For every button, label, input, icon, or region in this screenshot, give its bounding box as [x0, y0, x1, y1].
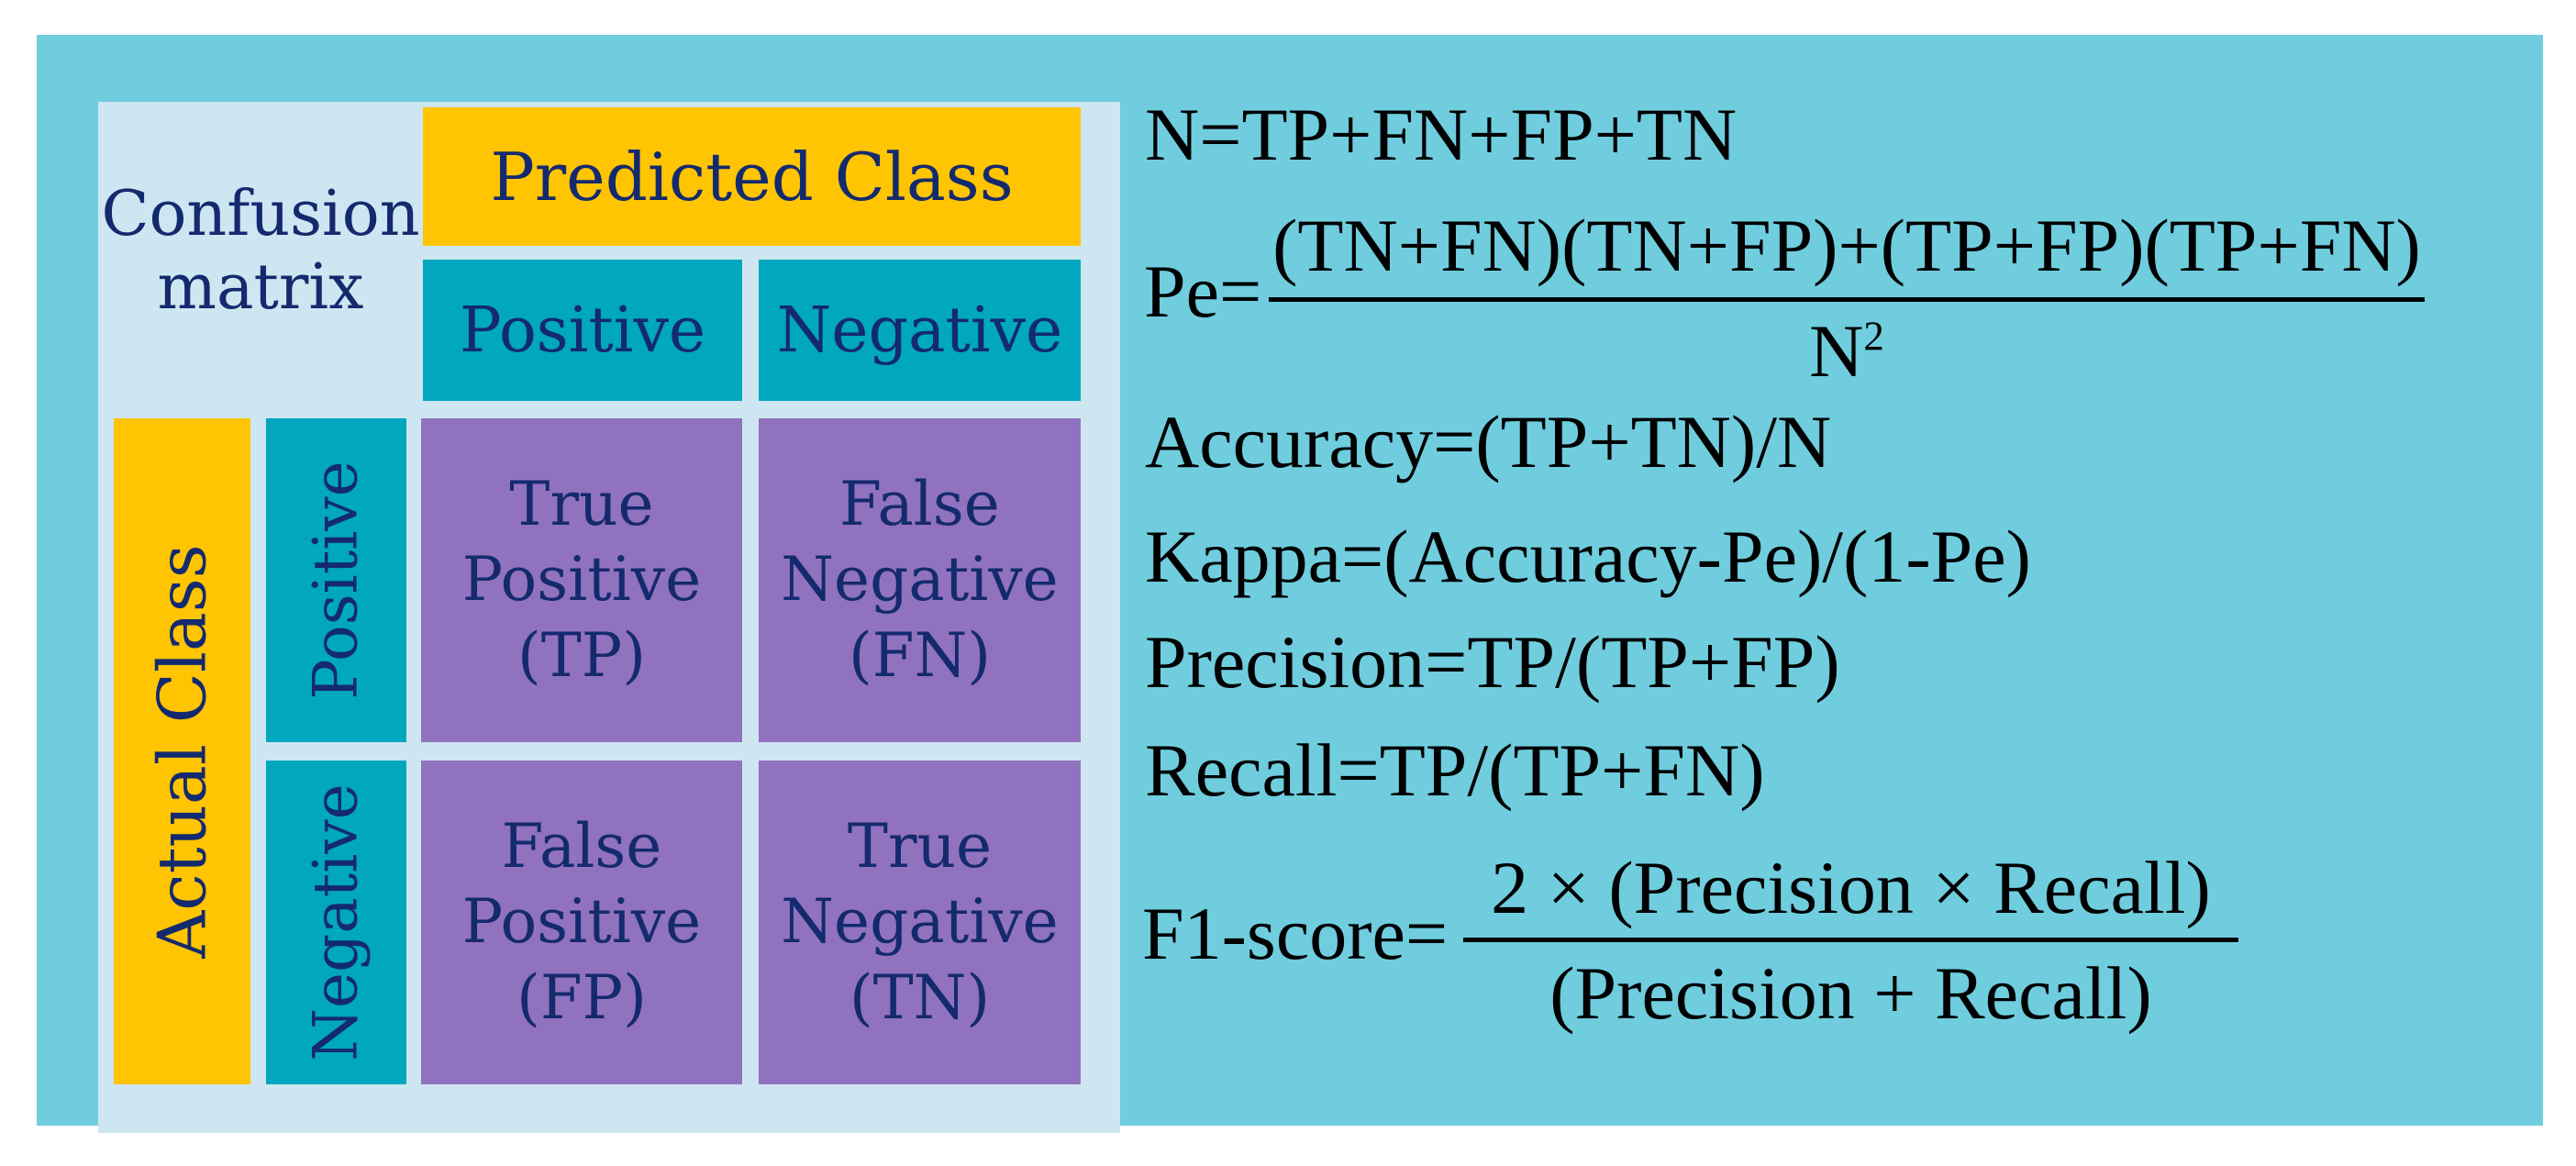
formula-n: N=TP+FN+FP+TN [1145, 93, 1738, 176]
formula-pe-numerator: (TN+FN)(TN+FP)+(TP+FP)(TP+FN) [1272, 204, 2421, 287]
predicted-positive-label: Positive [459, 294, 706, 367]
fn-line2: Negative [781, 544, 1059, 616]
cell-false-negative: False Negative (FN) [759, 418, 1081, 742]
corner-label: Confusion matrix [98, 102, 423, 401]
formula-pe-label: Pe= [1144, 250, 1262, 333]
actual-negative-header: Negative [266, 761, 406, 1084]
actual-positive-label: Positive [301, 461, 372, 700]
cell-true-positive: True Positive (TP) [421, 418, 742, 742]
cell-true-negative: True Negative (TN) [759, 761, 1081, 1084]
corner-label-line2: matrix [157, 251, 364, 324]
formula-precision: Precision=TP/(TP+FP) [1145, 620, 1840, 704]
fp-line3: (FP) [516, 961, 647, 1033]
pe-denominator-exponent: 2 [1863, 313, 1884, 360]
cell-false-positive: False Positive (FP) [421, 761, 742, 1084]
predicted-class-header: Predicted Class [423, 107, 1081, 246]
actual-positive-header: Positive [266, 418, 406, 742]
actual-class-header-label: Actual Class [143, 544, 221, 959]
pe-fraction-bar [1269, 297, 2425, 302]
f1-fraction-bar [1463, 938, 2238, 942]
corner-label-line1: Confusion [101, 177, 420, 250]
cell-true-positive-text: True Positive (TP) [462, 467, 701, 694]
confusion-matrix-panel: Confusion matrix Predicted Class Positiv… [98, 102, 1120, 1133]
formula-pe-denominator: N2 [1269, 314, 2425, 389]
cell-false-negative-text: False Negative (FN) [781, 467, 1058, 694]
actual-negative-label: Negative [301, 783, 372, 1061]
tp-line2: Positive [461, 544, 702, 616]
fn-line1: False [839, 468, 1000, 539]
cell-false-positive-text: False Positive (FP) [462, 809, 701, 1037]
formula-kappa: Kappa=(Accuracy-Pe)/(1-Pe) [1145, 515, 2031, 598]
corner-label-text: Confusion matrix [101, 178, 419, 325]
formula-accuracy: Accuracy=(TP+TN)/N [1145, 400, 1832, 483]
tp-line1: True [509, 468, 654, 539]
formula-recall: Recall=TP/(TP+FN) [1145, 728, 1765, 812]
tn-line1: True [847, 810, 993, 882]
fp-line2: Positive [461, 886, 702, 958]
pe-denominator-base: N [1809, 309, 1864, 393]
tn-line2: Negative [781, 886, 1059, 958]
predicted-class-header-label: Predicted Class [490, 138, 1014, 216]
predicted-negative-label: Negative [776, 294, 1063, 367]
formula-f1-label: F1-score= [1142, 892, 1449, 975]
formula-f1-numerator: 2 × (Precision × Recall) [1491, 846, 2211, 929]
actual-class-header: Actual Class [114, 418, 250, 1084]
tp-line3: (TP) [517, 619, 646, 691]
fn-line3: (FN) [848, 619, 992, 691]
figure-background: Confusion matrix Predicted Class Positiv… [37, 35, 2543, 1133]
tn-line3: (TN) [849, 961, 991, 1033]
cell-true-negative-text: True Negative (TN) [781, 809, 1058, 1037]
predicted-positive-header: Positive [423, 260, 742, 401]
predicted-negative-header: Negative [759, 260, 1081, 401]
formula-f1-denominator: (Precision + Recall) [1549, 951, 2152, 1035]
fp-line1: False [501, 810, 662, 882]
